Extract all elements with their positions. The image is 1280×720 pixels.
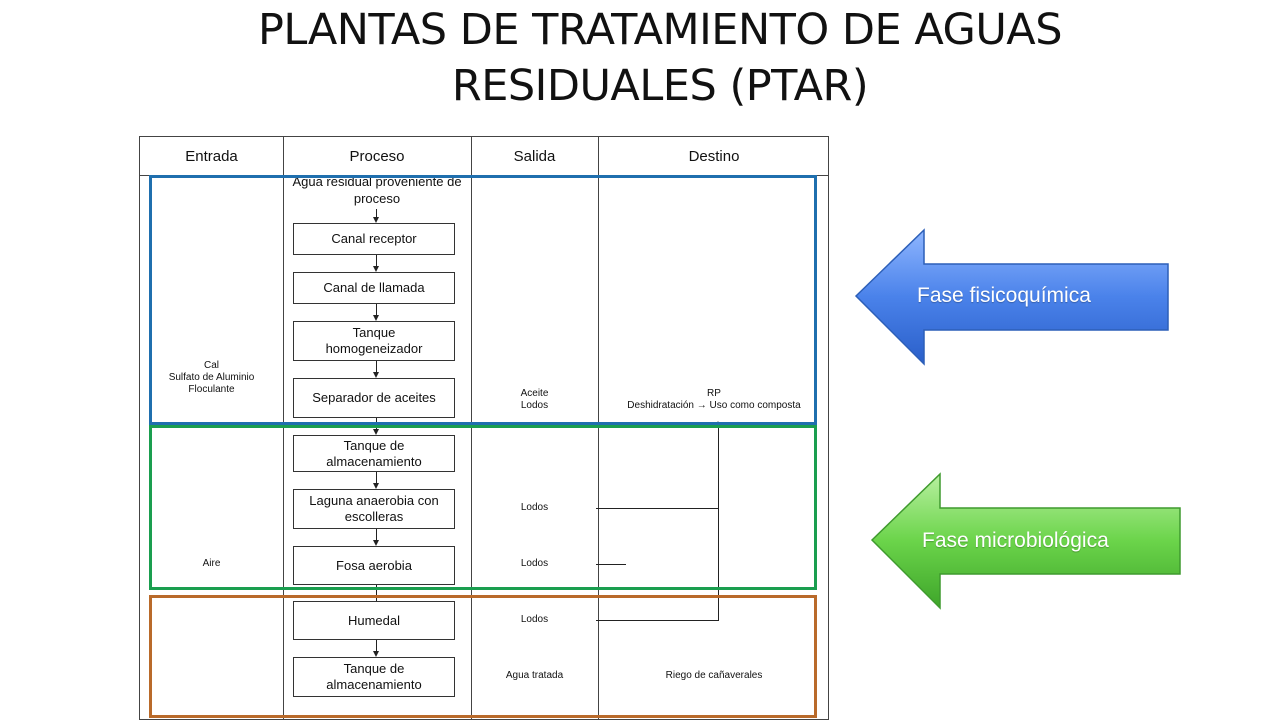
input-sulfato: Sulfato de Aluminio [168, 372, 255, 383]
flow-arrow [373, 429, 379, 435]
process-table: Entrada Proceso Salida Destino Agua resi… [139, 136, 829, 720]
physicochemical-arrow-icon [854, 228, 1169, 366]
flow-arrow [373, 651, 379, 657]
flow-connector [376, 640, 377, 654]
title-line-2: RESIDUALES (PTAR) [451, 61, 869, 111]
destination-rp: RP [707, 388, 721, 399]
physicochemical-label: Fase fisicoquímica [917, 284, 1091, 307]
sludge-collector [718, 427, 719, 621]
phase-frame-final [149, 595, 817, 718]
output-aceite: Aceite [520, 388, 549, 399]
process-step-canal-llamada: Canal de llamada [293, 272, 455, 304]
input-chemicals: Cal Sulfato de Aluminio Floculante [140, 360, 283, 396]
column-divider [471, 137, 472, 719]
column-divider [283, 137, 284, 719]
input-floculante: Floculante [188, 384, 235, 395]
flow-arrow [373, 372, 379, 378]
process-step-tanque-homogeneizador: Tanque homogeneizador [293, 321, 455, 361]
process-step-separador-aceites: Separador de aceites [293, 378, 455, 418]
flow-connector [376, 585, 377, 601]
flow-connector [376, 209, 377, 221]
destination-separator: RP Deshidratación → Uso como composta [600, 388, 828, 412]
flow-connector [376, 255, 377, 269]
output-lodos-anaerobic: Lodos [520, 502, 549, 513]
title-line-1: PLANTAS DE TRATAMIENTO DE AGUAS [257, 5, 1063, 55]
sludge-line [596, 620, 719, 621]
output-lodos-wetland: Lodos [520, 614, 549, 625]
sludge-line [596, 508, 719, 509]
flow-connector [376, 472, 377, 486]
flow-arrow [373, 217, 379, 223]
output-separator: Aceite Lodos [471, 388, 598, 412]
phase-frame-physicochemical [149, 175, 817, 425]
slide-title: PLANTAS DE TRATAMIENTO DE AGUAS RESIDUAL… [150, 2, 1170, 114]
destination-riego: Riego de cañaverales [665, 670, 763, 681]
process-step-canal-receptor: Canal receptor [293, 223, 455, 255]
microbiological-arrow-icon [870, 472, 1181, 610]
process-step-humedal: Humedal [293, 601, 455, 640]
process-step-fosa-aerobia: Fosa aerobia [293, 546, 455, 585]
input-cal: Cal [203, 360, 219, 371]
flow-connector [376, 361, 377, 375]
output-lodos-aerobic: Lodos [520, 558, 549, 569]
header-salida: Salida [513, 147, 556, 165]
phase-frame-microbiological [149, 425, 817, 590]
process-step-tanque-almacenamiento-1: Tanque de almacenamiento [293, 435, 455, 472]
header-destino: Destino [688, 147, 740, 165]
flow-arrow [373, 483, 379, 489]
flow-connector [376, 529, 377, 543]
sludge-line [596, 564, 626, 565]
output-lodos-separator: Lodos [520, 400, 549, 411]
flow-arrow [373, 540, 379, 546]
header-entrada: Entrada [185, 147, 238, 165]
microbiological-label: Fase microbiológica [922, 529, 1109, 552]
output-agua-tratada: Agua tratada [505, 670, 564, 681]
process-step-tanque-almacenamiento-2: Tanque de almacenamiento [293, 657, 455, 697]
flow-arrow [373, 266, 379, 272]
flow-arrow [373, 315, 379, 321]
column-divider [598, 137, 599, 719]
input-aire: Aire [202, 558, 221, 569]
header-proceso: Proceso [349, 147, 405, 165]
destination-detail: Deshidratación → Uso como composta [627, 400, 801, 411]
process-step-laguna-anaerobia: Laguna anaerobia con escolleras [293, 489, 455, 529]
flow-connector [376, 304, 377, 318]
